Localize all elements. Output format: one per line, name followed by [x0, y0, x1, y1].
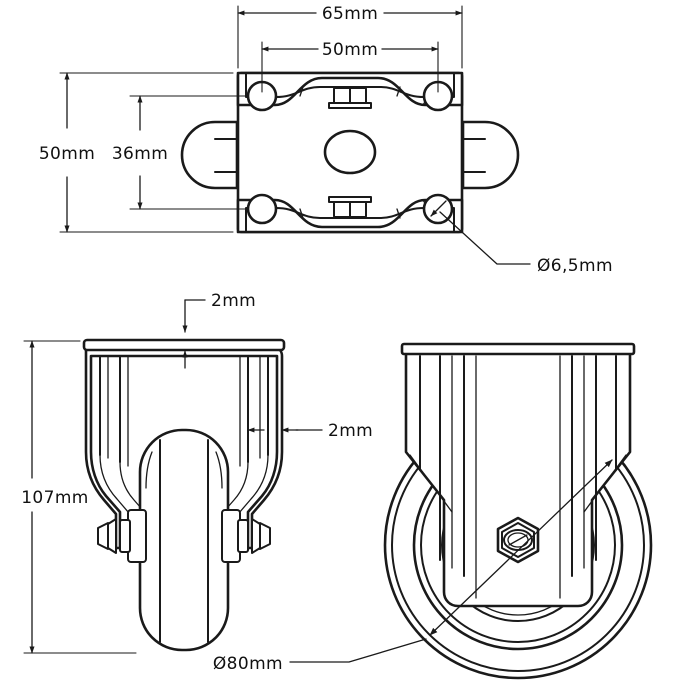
central-boss-ellipse	[323, 129, 377, 175]
wheel-side-profile	[138, 428, 230, 652]
dim-label-bolt-spacing-x: 50mm	[322, 40, 378, 60]
dim-label-plate-width: 65mm	[322, 4, 378, 24]
dim-label-plate-depth: 50mm	[39, 144, 95, 164]
wheel-hub-right	[221, 509, 249, 563]
fork-outer-side	[84, 346, 284, 550]
dim-label-plate-thickness: 2mm	[211, 291, 256, 311]
top-plate-view	[180, 71, 520, 234]
dimension-bolt-spacing-y: 36mm	[112, 95, 249, 210]
fork-ribs-left	[99, 355, 142, 549]
dim-label-overall-height: 107mm	[21, 488, 89, 508]
dimension-plate-depth: 50mm	[39, 72, 234, 233]
dimension-bolt-spacing-x: 50mm	[261, 40, 439, 93]
dimension-plate-width: 65mm	[237, 4, 463, 69]
plate-slab-side	[82, 338, 286, 352]
dim-label-wheel-diameter: Ø80mm	[213, 654, 283, 674]
fork-ribs-right	[226, 355, 269, 549]
dim-label-bolt-hole-diameter: Ø6,5mm	[537, 256, 613, 276]
upper-center-bolt	[328, 87, 372, 109]
plate-side-tab-left	[180, 120, 239, 190]
mounting-hole-bottom-left	[246, 193, 278, 225]
dimension-bolt-hole-diameter: Ø6,5mm	[439, 211, 613, 276]
dim-label-fork-thickness: 2mm	[328, 421, 373, 441]
axle-nut-right	[251, 518, 271, 554]
bolt-hole-diameter-arrow	[430, 200, 447, 217]
plate-side-tab-right	[461, 120, 520, 190]
dimension-overall-height: 107mm	[21, 340, 137, 654]
lower-center-bolt	[328, 196, 372, 218]
side-view	[82, 338, 286, 652]
dimension-plate-thickness: 2mm	[182, 291, 256, 369]
dim-label-bolt-spacing-y: 36mm	[112, 144, 168, 164]
dimension-wheel-diameter: Ø80mm	[213, 459, 613, 674]
front-view	[383, 342, 653, 680]
axle-nut-left	[97, 518, 117, 554]
wheel-hub-left	[119, 509, 147, 563]
axle-hex-nut	[496, 516, 540, 564]
dimension-fork-thickness: 2mm	[247, 421, 373, 441]
plate-slab-front	[400, 342, 636, 356]
